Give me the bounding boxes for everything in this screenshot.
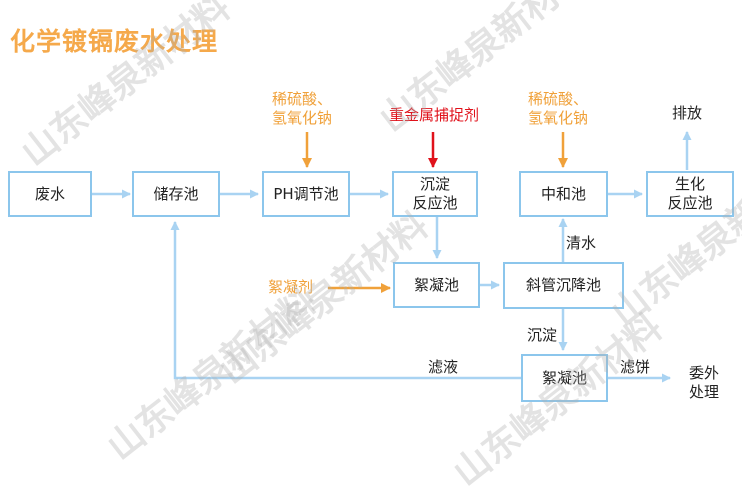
page-title: 化学镀镉废水处理 <box>10 27 219 56</box>
reagent-acid-base-1: 稀硫酸、 氢氧化钠 <box>272 90 333 127</box>
precipitation-tank-box: 沉淀 反应池 <box>392 171 478 217</box>
flocculation-tank-1-box: 絮凝池 <box>393 262 480 308</box>
reagent-heavy-metal-capture: 重金属捕捉剂 <box>388 106 479 124</box>
arrow-filtrate-return <box>170 221 521 380</box>
label-outsourced: 委外 处理 <box>688 364 719 401</box>
label-clear-water: 清水 <box>566 234 597 252</box>
reagent-flocculant: 絮凝剂 <box>268 278 314 296</box>
flow-arrows <box>92 131 692 383</box>
storage-tank-box: 储存池 <box>132 171 220 217</box>
label-filter-cake: 滤饼 <box>620 358 651 376</box>
flocculation-tank-2-box: 絮凝池 <box>521 354 608 402</box>
label-filtrate: 滤液 <box>428 358 459 376</box>
label-discharge: 排放 <box>671 104 702 122</box>
ph-adjust-tank-box: PH调节池 <box>262 171 350 217</box>
bio-reaction-tank-box: 生化 反应池 <box>646 171 734 217</box>
label-sediment: 沉淀 <box>527 326 558 344</box>
neutralization-tank-box: 中和池 <box>519 171 608 217</box>
wastewater-box: 废水 <box>8 171 92 217</box>
reagent-acid-base-2: 稀硫酸、 氢氧化钠 <box>528 90 589 127</box>
inclined-settling-tank-box: 斜管沉降池 <box>503 262 624 309</box>
